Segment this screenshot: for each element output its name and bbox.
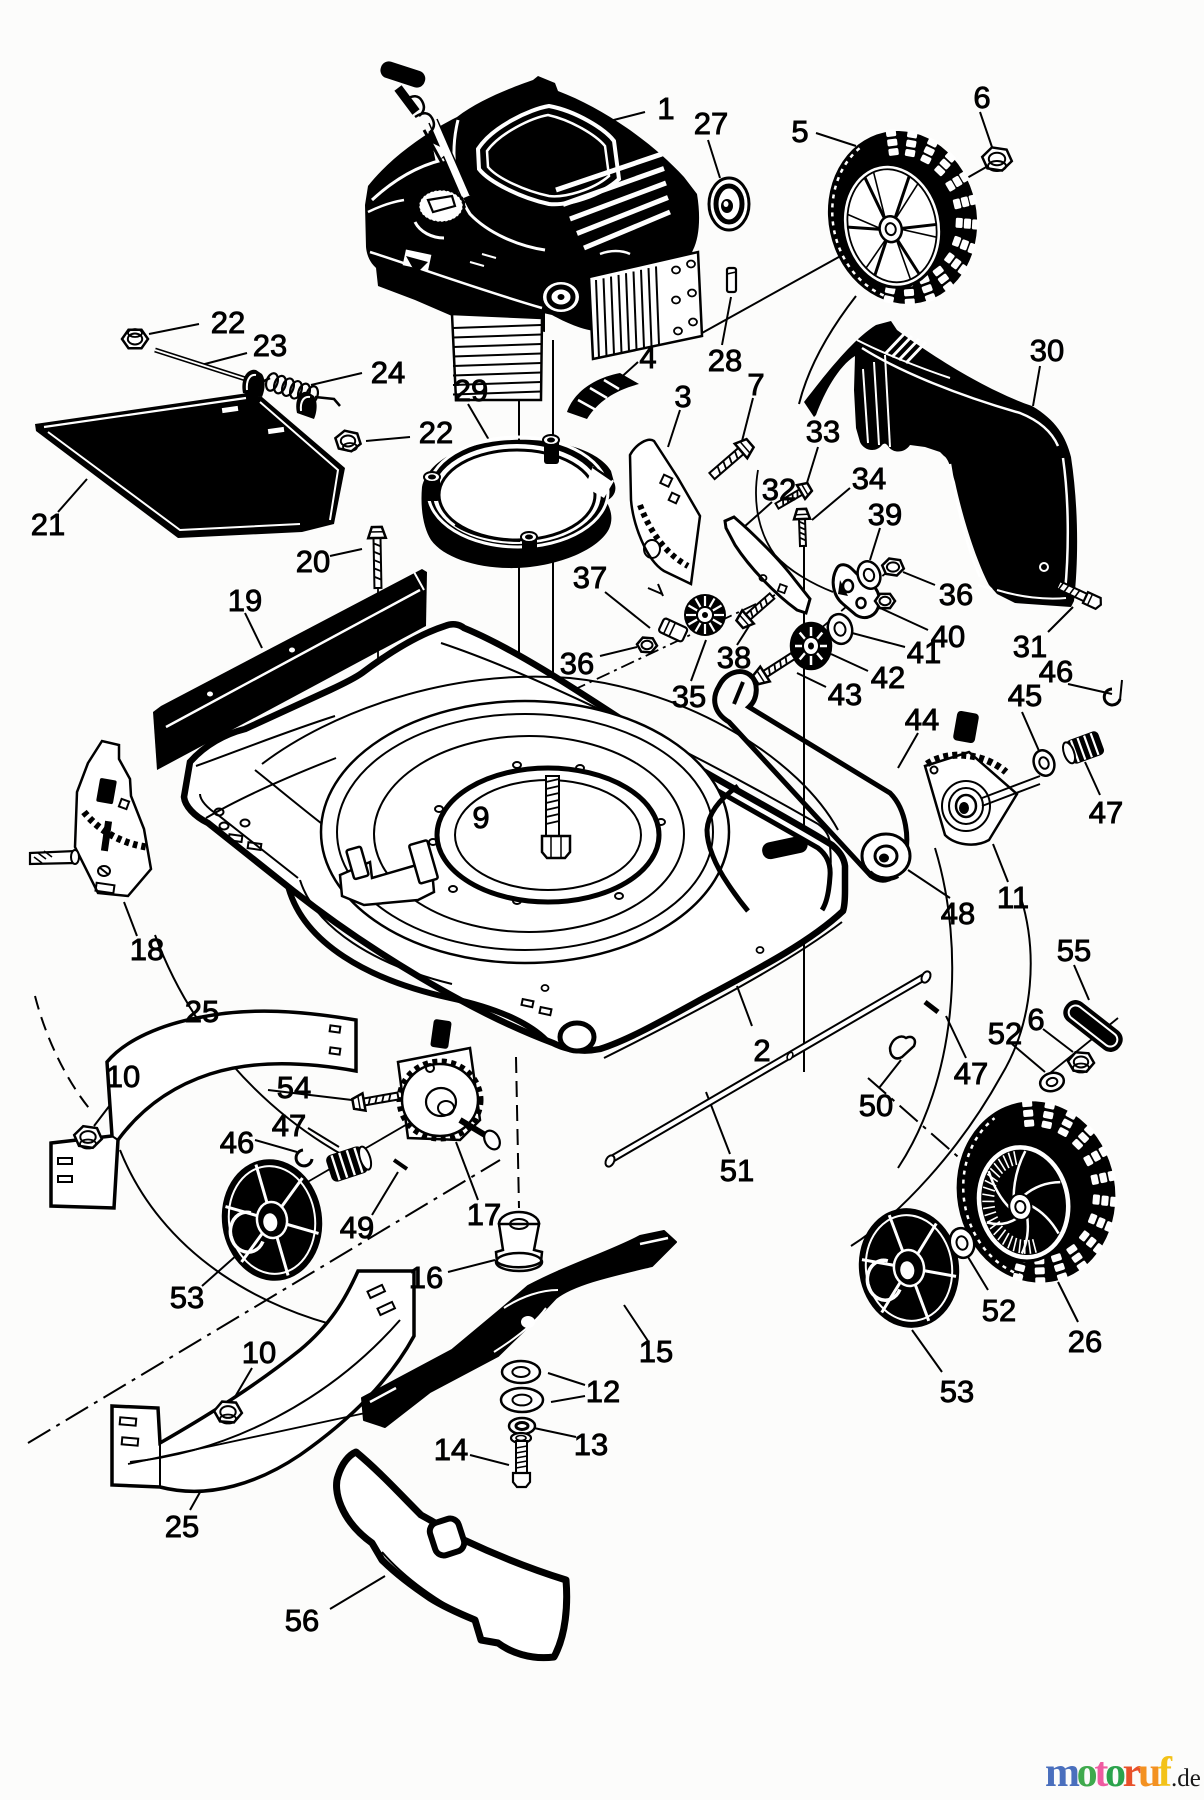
svg-text:38: 38 bbox=[717, 640, 751, 675]
svg-text:46: 46 bbox=[1039, 654, 1073, 689]
svg-text:35: 35 bbox=[672, 679, 706, 714]
svg-text:10: 10 bbox=[242, 1335, 276, 1370]
svg-text:12: 12 bbox=[586, 1374, 620, 1409]
svg-text:47: 47 bbox=[272, 1108, 306, 1143]
svg-text:7: 7 bbox=[747, 367, 764, 402]
svg-text:13: 13 bbox=[574, 1427, 608, 1462]
svg-text:3: 3 bbox=[674, 379, 691, 414]
svg-text:52: 52 bbox=[982, 1293, 1016, 1328]
svg-text:36: 36 bbox=[939, 577, 973, 612]
svg-text:34: 34 bbox=[852, 461, 886, 496]
svg-text:51: 51 bbox=[720, 1153, 754, 1188]
svg-text:45: 45 bbox=[1008, 678, 1042, 713]
svg-text:18: 18 bbox=[130, 932, 164, 967]
svg-text:56: 56 bbox=[285, 1603, 319, 1638]
svg-text:2: 2 bbox=[753, 1033, 770, 1068]
svg-text:11: 11 bbox=[997, 880, 1029, 915]
svg-text:36: 36 bbox=[560, 646, 594, 681]
svg-text:52: 52 bbox=[988, 1016, 1022, 1051]
svg-text:24: 24 bbox=[371, 355, 405, 390]
svg-text:48: 48 bbox=[941, 896, 975, 931]
svg-text:9: 9 bbox=[472, 800, 489, 835]
svg-text:14: 14 bbox=[434, 1432, 468, 1467]
svg-text:23: 23 bbox=[253, 328, 287, 363]
svg-text:47: 47 bbox=[1089, 795, 1123, 830]
svg-text:motoruf: motoruf bbox=[1045, 1750, 1173, 1796]
svg-text:4: 4 bbox=[639, 340, 656, 375]
svg-text:40: 40 bbox=[931, 619, 965, 654]
svg-text:15: 15 bbox=[639, 1334, 673, 1369]
svg-text:49: 49 bbox=[340, 1210, 374, 1245]
svg-text:32: 32 bbox=[762, 472, 796, 507]
svg-text:20: 20 bbox=[296, 544, 330, 579]
svg-text:41: 41 bbox=[907, 635, 941, 670]
svg-text:29: 29 bbox=[454, 373, 488, 408]
svg-text:10: 10 bbox=[106, 1059, 140, 1094]
svg-text:25: 25 bbox=[185, 994, 219, 1029]
svg-text:33: 33 bbox=[806, 414, 840, 449]
svg-text:22: 22 bbox=[211, 305, 245, 340]
svg-text:25: 25 bbox=[165, 1509, 199, 1544]
svg-text:46: 46 bbox=[220, 1125, 254, 1160]
svg-text:19: 19 bbox=[228, 583, 262, 618]
svg-text:.de: .de bbox=[1171, 1765, 1201, 1792]
svg-text:39: 39 bbox=[868, 497, 902, 532]
svg-text:6: 6 bbox=[973, 80, 990, 115]
svg-text:31: 31 bbox=[1013, 629, 1047, 664]
svg-text:53: 53 bbox=[170, 1280, 204, 1315]
svg-text:16: 16 bbox=[409, 1260, 443, 1295]
svg-text:26: 26 bbox=[1068, 1324, 1102, 1359]
svg-text:6: 6 bbox=[1027, 1002, 1044, 1037]
svg-text:55: 55 bbox=[1057, 933, 1091, 968]
svg-text:47: 47 bbox=[954, 1056, 988, 1091]
svg-text:44: 44 bbox=[905, 702, 939, 737]
svg-text:21: 21 bbox=[31, 507, 65, 542]
svg-text:42: 42 bbox=[871, 660, 905, 695]
svg-text:43: 43 bbox=[828, 677, 862, 712]
svg-text:54: 54 bbox=[277, 1070, 311, 1105]
svg-text:22: 22 bbox=[419, 415, 453, 450]
svg-text:30: 30 bbox=[1030, 333, 1064, 368]
svg-text:28: 28 bbox=[708, 343, 742, 378]
svg-text:17: 17 bbox=[467, 1197, 501, 1232]
svg-text:27: 27 bbox=[694, 106, 728, 141]
svg-text:53: 53 bbox=[940, 1374, 974, 1409]
svg-text:37: 37 bbox=[573, 560, 607, 595]
svg-text:1: 1 bbox=[657, 91, 674, 126]
svg-text:50: 50 bbox=[859, 1088, 893, 1123]
svg-text:5: 5 bbox=[791, 114, 808, 149]
